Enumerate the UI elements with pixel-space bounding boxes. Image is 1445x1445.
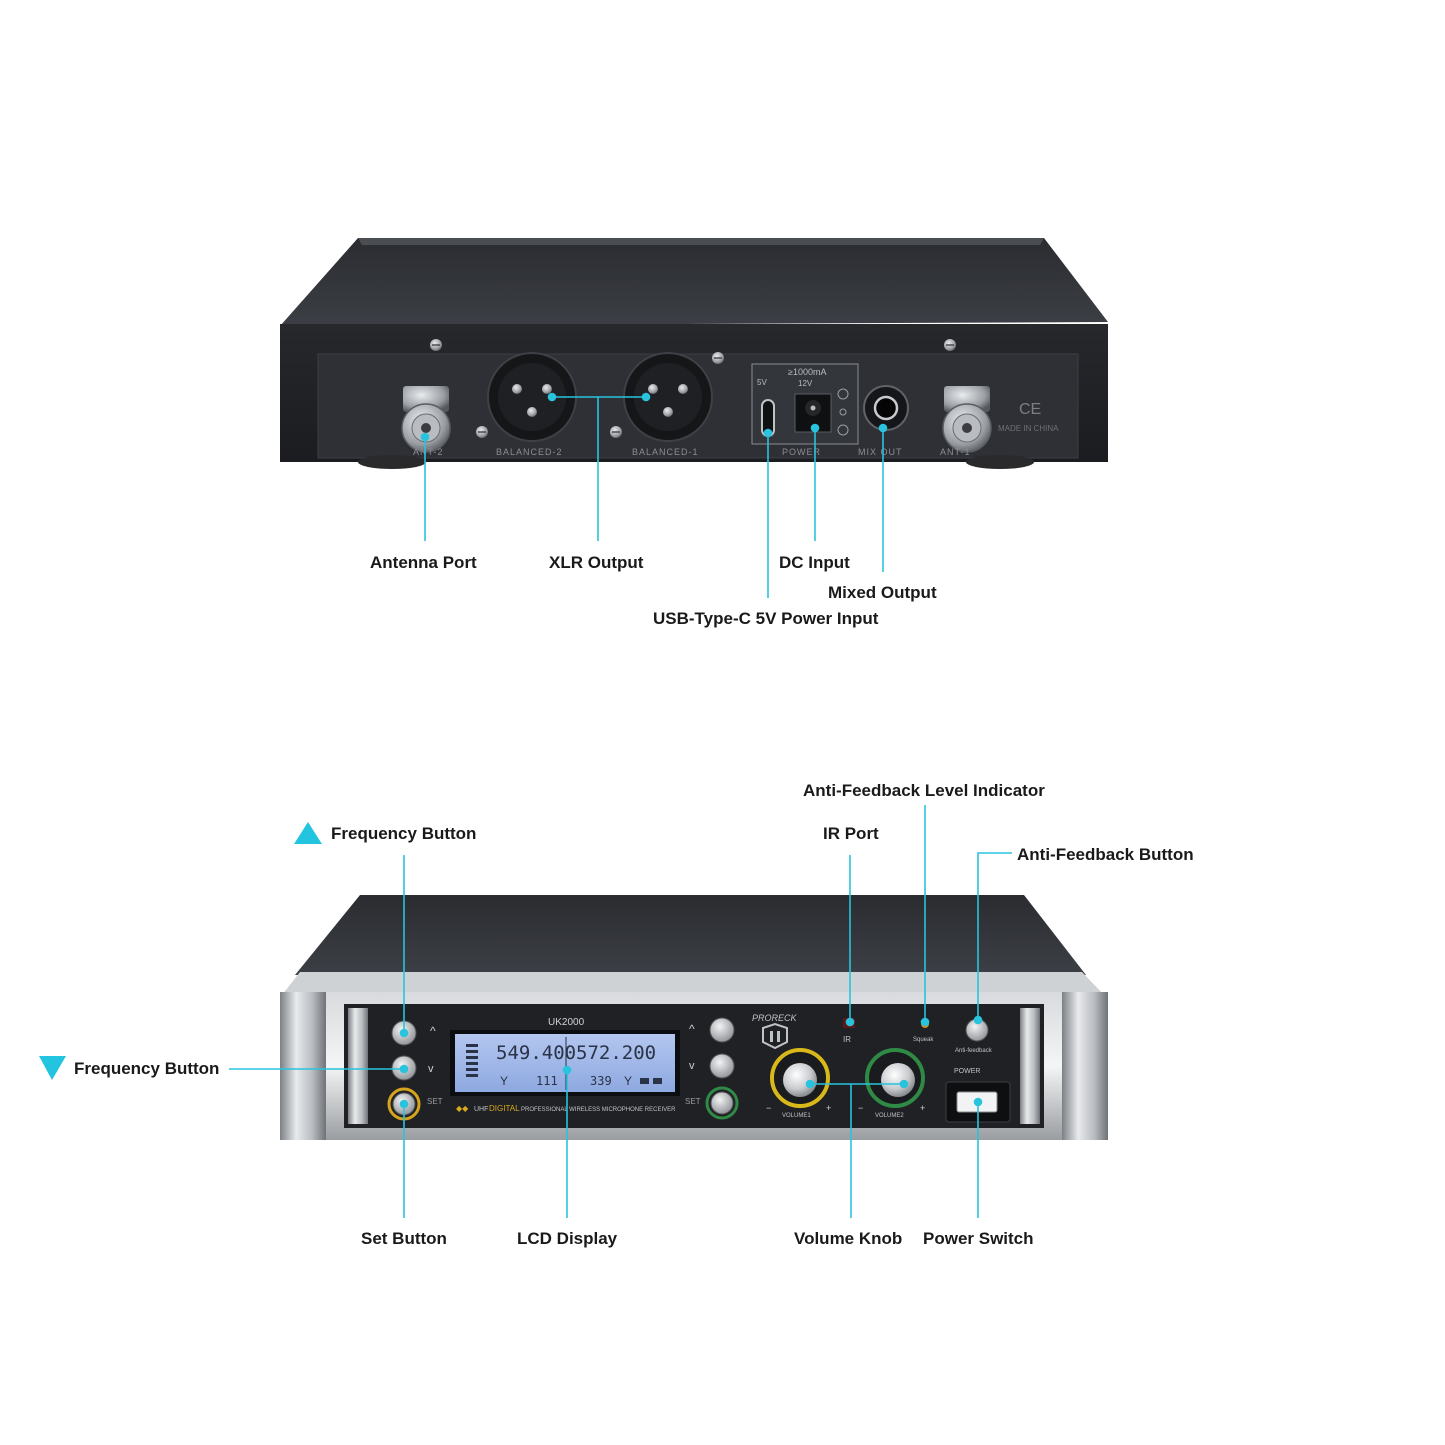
brand-logo-icon — [762, 1022, 788, 1050]
minus-icon: − — [766, 1103, 771, 1113]
front-callout-lines — [229, 805, 1012, 1218]
rear-top-cover — [280, 238, 1108, 326]
mix-out-label: MIX OUT — [858, 447, 903, 457]
minus-icon: − — [858, 1103, 863, 1113]
callout-anti-feedback-button: Anti-Feedback Button — [1017, 845, 1194, 864]
power-port-label: POWER — [782, 447, 821, 457]
current-rating-label: ≥1000mA — [788, 367, 826, 377]
screw-icon — [476, 426, 488, 438]
callout-mixed-output: Mixed Output — [828, 583, 937, 602]
arrow-down-icon: v — [428, 1063, 434, 1075]
rear-foot-right — [966, 455, 1034, 469]
bnc-antenna-connector-2-icon — [401, 386, 451, 453]
front-view-receiver: ^ v SET UK2000 549.400 572.200 111 339 Y… — [280, 895, 1108, 1140]
callout-xlr-output: XLR Output — [549, 553, 644, 572]
triangle-down-icon — [39, 1056, 66, 1080]
screw-icon — [430, 339, 442, 351]
twelve-volt-label: 12V — [798, 379, 813, 388]
lcd-freq-right: 572.200 — [576, 1042, 656, 1064]
lcd-channel-right: 339 — [590, 1074, 612, 1088]
callout-antenna-port: Antenna Port — [370, 553, 477, 572]
callout-volume-knob: Volume Knob — [794, 1229, 903, 1248]
battery-icon — [653, 1078, 662, 1084]
front-top-cover — [295, 895, 1086, 975]
volume1-knob[interactable] — [783, 1063, 817, 1097]
callout-anti-feedback-indicator: Anti-Feedback Level Indicator — [803, 781, 1045, 800]
volume1-label: VOLUME1 — [782, 1113, 811, 1119]
plus-icon: + — [826, 1103, 831, 1113]
screw-icon — [610, 426, 622, 438]
callout-lcd-display: LCD Display — [517, 1229, 618, 1248]
rear-callout-lines — [420, 392, 888, 598]
antenna-signal-icon: Y — [624, 1074, 632, 1088]
rear-view-receiver: CE MADE IN CHINA ANT-2 BALANCED-2 BALANC… — [280, 238, 1108, 469]
dc-polarity-icon — [837, 388, 849, 436]
lcd-freq-left: 549.400 — [496, 1042, 576, 1064]
brand-label: PRORECK — [752, 1013, 798, 1023]
tagline-prefix: UHF — [474, 1106, 488, 1113]
mix-out-jack-icon — [863, 385, 909, 431]
frequency-down-button-ch2[interactable] — [709, 1053, 735, 1079]
rear-foot-left — [358, 455, 426, 469]
power-label: POWER — [954, 1068, 980, 1075]
bnc-antenna-connector-1-icon — [942, 386, 992, 453]
triangle-up-icon — [294, 822, 322, 844]
frequency-up-button-ch2[interactable] — [709, 1017, 735, 1043]
callout-power-switch: Power Switch — [923, 1229, 1034, 1248]
set-label-left: SET — [427, 1097, 443, 1106]
lcd-channel-left: 111 — [536, 1074, 558, 1088]
made-in-label: MADE IN CHINA — [998, 424, 1059, 433]
screw-icon — [944, 339, 956, 351]
xlr-connector-1-icon — [623, 352, 713, 442]
callout-frequency-up: Frequency Button — [331, 824, 477, 843]
plus-icon: + — [920, 1103, 925, 1113]
antenna-signal-icon: Y — [500, 1074, 508, 1088]
battery-icon — [640, 1078, 649, 1084]
lcd-display — [455, 1034, 675, 1092]
callout-ir-port: IR Port — [823, 824, 879, 843]
uhf-digital-logo-icon: ◆◆ — [456, 1104, 469, 1113]
volume2-label: VOLUME2 — [875, 1113, 904, 1119]
callout-usb-c-input: USB-Type-C 5V Power Input — [653, 609, 879, 628]
balanced1-label: BALANCED-1 — [632, 447, 699, 457]
arrow-up-icon: ^ — [430, 1024, 436, 1038]
set-button-ch2-ring — [705, 1086, 739, 1120]
set-button-ch2[interactable] — [710, 1091, 734, 1115]
model-label: UK2000 — [548, 1017, 585, 1028]
tagline-text: PROFESSIONAL WIRELESS MICROPHONE RECEIVE… — [521, 1107, 676, 1113]
ant1-label: ANT-1 — [940, 447, 971, 457]
callout-dc-input: DC Input — [779, 553, 850, 572]
arrow-up-icon: ^ — [689, 1022, 695, 1036]
set-label-right: SET — [685, 1097, 701, 1106]
callout-set-button: Set Button — [361, 1229, 447, 1248]
arrow-down-icon: v — [689, 1060, 695, 1072]
ant2-label: ANT-2 — [413, 447, 444, 457]
screw-icon — [712, 352, 724, 364]
svg-text:CE: CE — [1019, 401, 1041, 418]
xlr-connector-2-icon — [487, 352, 577, 442]
anti-feedback-label: Anti-feedback — [955, 1048, 993, 1054]
five-volt-label: 5V — [757, 378, 767, 387]
volume2-knob[interactable] — [881, 1063, 915, 1097]
tagline-digital: DIGITAL — [489, 1104, 520, 1113]
ce-mark-icon: CE — [1019, 401, 1041, 418]
callout-frequency-down: Frequency Button — [74, 1059, 220, 1078]
balanced2-label: BALANCED-2 — [496, 447, 563, 457]
squeak-label: Squeak — [913, 1037, 934, 1043]
ir-label: IR — [843, 1035, 851, 1044]
